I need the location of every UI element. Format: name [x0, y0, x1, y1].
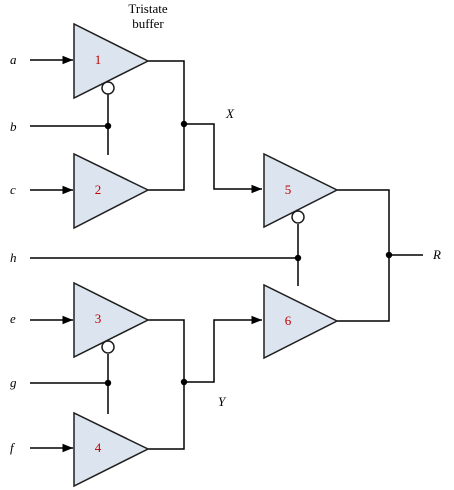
input-label-b: b — [10, 119, 17, 134]
buffer-4-triangle — [73, 411, 150, 488]
buffer-3-bubble — [101, 340, 115, 354]
junction-r — [385, 251, 393, 259]
buffer-3-triangle — [73, 281, 150, 359]
junction-y — [180, 378, 188, 386]
buffer-1-triangle — [73, 22, 150, 100]
buffer-2-triangle — [73, 152, 150, 230]
buffer-6: 6 — [263, 283, 339, 360]
caption-line-2: buffer — [132, 16, 164, 31]
buffer-4-label: 4 — [95, 440, 102, 455]
buffer-5-bubble — [291, 210, 305, 224]
buffer-1: 1 — [73, 22, 150, 100]
output-label-r: R — [432, 247, 441, 262]
buffer-5-triangle — [263, 152, 339, 229]
buffer-4: 4 — [73, 411, 150, 488]
buffer-3-label: 3 — [95, 311, 102, 326]
buffer-1-bubble — [101, 81, 115, 95]
input-label-a: a — [10, 52, 17, 67]
buffer-1-label: 1 — [95, 52, 102, 67]
junction-x — [180, 120, 188, 128]
wire-r-bus — [337, 189, 390, 322]
junction-b — [104, 122, 112, 130]
input-label-h: h — [10, 250, 17, 265]
caption-line-1: Tristate — [128, 1, 167, 16]
wire-x-to-5 — [184, 123, 262, 194]
buffer-5: 5 — [263, 152, 339, 229]
junctions — [104, 120, 393, 387]
buffer-5-label: 5 — [285, 182, 292, 197]
buffer-2-label: 2 — [95, 182, 102, 197]
node-label-y: Y — [218, 394, 227, 409]
buffer-6-label: 6 — [285, 313, 292, 328]
wire-y-bus — [148, 319, 185, 450]
buffer-2: 2 — [73, 152, 150, 230]
buffer-3: 3 — [73, 281, 150, 359]
wire-y-to-6 — [184, 315, 262, 383]
node-label-x: X — [225, 106, 235, 121]
input-label-f: f — [10, 440, 16, 455]
buffer-6-triangle — [263, 283, 339, 360]
input-label-g: g — [10, 375, 17, 390]
input-label-e: e — [10, 311, 16, 326]
junction-h — [294, 254, 302, 262]
wire-x-bus — [148, 60, 185, 191]
junction-g — [104, 379, 112, 387]
input-label-c: c — [10, 182, 16, 197]
